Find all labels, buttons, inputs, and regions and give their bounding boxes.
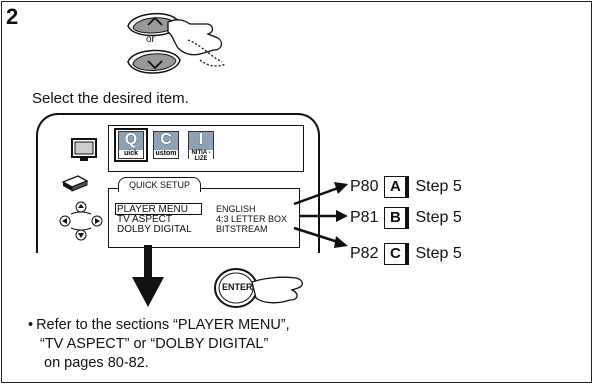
note-line-2: “TV ASPECT” or “DOLBY DIGITAL” [40, 336, 269, 352]
reference-a-page: P80 [350, 178, 379, 195]
reference-a: P80 A Step 5 [350, 176, 462, 198]
menu-highlight [115, 203, 202, 215]
initialize-icon-letter: I [198, 131, 204, 148]
menu-value-dolby-digital: BITSTREAM [216, 224, 268, 234]
note-bullet: • [28, 317, 34, 333]
initialize-icon-sub: NITIA -LIZE [189, 150, 213, 162]
direction-pad-icon [59, 201, 103, 241]
reference-a-letter: A [384, 176, 410, 198]
reference-c-page: P82 [350, 245, 379, 262]
step-number: 2 [6, 4, 19, 29]
up-button-icon [127, 12, 181, 37]
reference-c-step: Step 5 [415, 245, 462, 262]
tv-icon [71, 138, 97, 161]
reference-c-letter: C [384, 243, 410, 265]
pointing-hand-icon [167, 19, 227, 67]
quick-icon-letter: Q [124, 131, 138, 148]
setup-icon-strip [108, 125, 304, 172]
custom-icon-letter: C [160, 131, 172, 148]
enter-button[interactable]: ENTER [222, 282, 253, 292]
reference-b-page: P81 [350, 209, 379, 226]
reference-a-step: Step 5 [415, 178, 462, 195]
menu-item-player-menu[interactable]: PLAYER MENU [117, 204, 188, 215]
down-arrow-icon [132, 245, 164, 307]
menu-item-tv-aspect[interactable]: TV ASPECT [117, 214, 173, 225]
quick-setup-icon[interactable]: Q uick [118, 131, 144, 159]
arrow-to-c-icon [334, 236, 348, 248]
custom-icon-sub: ustom [154, 150, 178, 158]
instruction-text: Select the desired item. [32, 90, 189, 107]
enter-hand-icon [251, 276, 303, 304]
menu-item-dolby-digital[interactable]: DOLBY DIGITAL [117, 224, 192, 235]
custom-setup-icon[interactable]: C ustom [153, 131, 179, 159]
selected-icon-frame [114, 128, 148, 162]
note-line-1: •Refer to the sections “PLAYER MENU”, [28, 317, 290, 333]
menu-tab-label: QUICK SETUP [118, 177, 202, 192]
remote-buttons-illustration [127, 12, 227, 74]
tv-screen [36, 113, 320, 253]
dvd-player-icon [61, 175, 89, 192]
quick-setup-menu [108, 188, 300, 248]
reference-b-letter: B [384, 207, 410, 229]
or-label: or [146, 34, 155, 45]
reference-c: P82 C Step 5 [350, 243, 462, 265]
arrow-to-b-icon [336, 210, 348, 222]
enter-button-illustration [214, 268, 303, 308]
initialize-icon[interactable]: I NITIA -LIZE [188, 131, 214, 162]
reference-note: •Refer to the sections “PLAYER MENU”, “T… [28, 316, 290, 373]
quick-icon-sub: uick [119, 150, 143, 158]
arrow-to-a-icon [334, 182, 348, 194]
reference-arrows [293, 182, 348, 248]
reference-b: P81 B Step 5 [350, 207, 462, 229]
note-line-3: on pages 80-82. [44, 355, 149, 371]
menu-value-player-menu: ENGLISH [216, 204, 256, 214]
reference-b-step: Step 5 [415, 209, 462, 226]
down-button-icon [127, 49, 181, 74]
menu-value-tv-aspect: 4:3 LETTER BOX [216, 214, 288, 224]
